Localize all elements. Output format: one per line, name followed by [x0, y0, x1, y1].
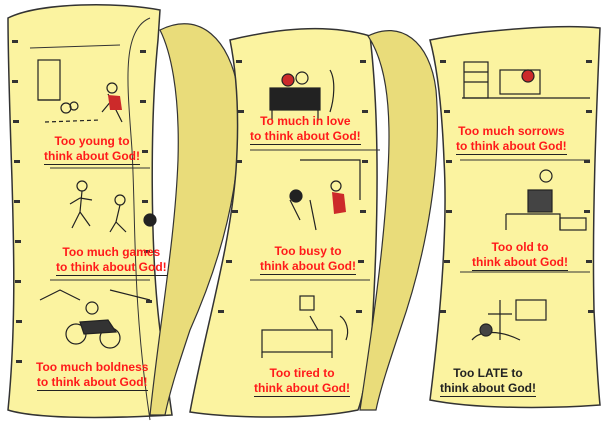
caption-line: think about God! [440, 381, 536, 397]
caption-line: Too LATE to [453, 366, 523, 380]
caption-line: to think about God! [456, 139, 567, 155]
strip-panel-left [7, 4, 173, 421]
caption-line: to think about God! [250, 129, 361, 145]
caption-line: Too much games [62, 245, 161, 259]
perforations [12, 40, 594, 363]
sketch-gravestone [471, 299, 547, 341]
caption-too-late: Too LATE to think about God! [440, 366, 536, 397]
caption-line: think about God! [260, 259, 356, 275]
caption-line: think about God! [44, 149, 140, 165]
sketch-old-man-chair [505, 169, 587, 231]
strip-panel-right [429, 25, 601, 409]
sketch-man-red-jacket [332, 192, 346, 214]
caption-too-much-boldness: Too much boldness to think about God! [36, 360, 148, 391]
frame-separators [29, 44, 590, 281]
caption-line: to think about God! [56, 260, 167, 276]
caption-line: Too old to [491, 240, 549, 254]
sketch-man-digging [289, 159, 361, 231]
caption-too-old: Too old to think about God! [472, 240, 568, 271]
sketch-child-red-shirt [108, 95, 122, 110]
sketch-couple-bench [269, 69, 335, 120]
caption-too-young: Too young to think about God! [44, 134, 140, 165]
caption-line: think about God! [254, 381, 350, 397]
caption-too-busy: Too busy to think about God! [260, 244, 356, 275]
caption-line: Too tired to [269, 366, 335, 380]
sketch-motorcycle [39, 289, 151, 349]
sketch-kids-football [69, 180, 157, 233]
caption-too-much-in-love: To much in love to think about God! [250, 114, 361, 145]
caption-line: Too much sorrows [458, 124, 565, 138]
sketch-bed [261, 295, 349, 358]
caption-line: Too much boldness [36, 360, 149, 374]
caption-line: Too busy to [274, 244, 342, 258]
caption-line: Too young to [54, 134, 130, 148]
caption-line: To much in love [260, 114, 351, 128]
caption-too-much-games: Too much games to think about God! [56, 245, 167, 276]
caption-line: to think about God! [36, 375, 148, 391]
sketch-desk-worker [462, 61, 590, 99]
caption-too-much-sorrows: Too much sorrows to think about God! [456, 124, 567, 155]
caption-too-tired: Too tired to think about God! [254, 366, 350, 397]
caption-line: think about God! [472, 255, 568, 271]
strip-curl-2 [359, 30, 438, 411]
strip-panel-middle [189, 28, 378, 418]
